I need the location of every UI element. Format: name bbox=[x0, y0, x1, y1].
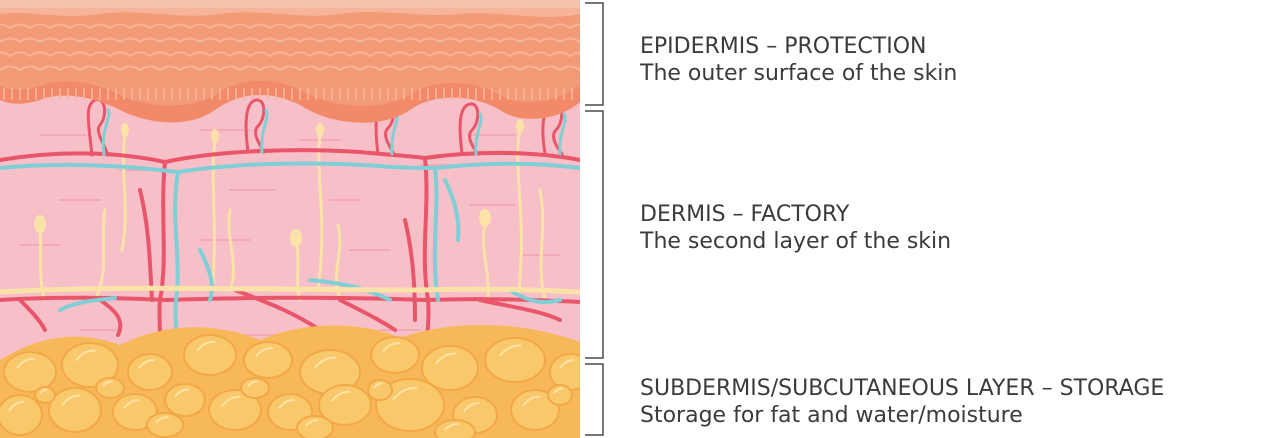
epidermis-scale bbox=[580, 67, 600, 71]
fat-cell bbox=[4, 352, 56, 392]
fat-cell bbox=[435, 420, 475, 438]
fat-cell bbox=[244, 342, 292, 378]
subdermis-label: SUBDERMIS/SUBCUTANEOUS LAYER – STORAGE S… bbox=[640, 375, 1164, 429]
fat-cell bbox=[297, 416, 333, 438]
subdermis-bracket bbox=[585, 364, 603, 435]
subdermis-title: SUBDERMIS/SUBCUTANEOUS LAYER – STORAGE bbox=[640, 375, 1164, 402]
dermis-title: DERMIS – FACTORY bbox=[640, 201, 951, 228]
fat-cell bbox=[184, 335, 236, 375]
fat-cell bbox=[0, 395, 42, 435]
fat-cell bbox=[485, 338, 545, 382]
epidermis-title: EPIDERMIS – PROTECTION bbox=[640, 33, 957, 60]
subdermis-layer bbox=[0, 325, 590, 438]
dermis-label: DERMIS – FACTORY The second layer of the… bbox=[640, 201, 951, 255]
epidermis-bracket bbox=[585, 3, 603, 105]
epidermis-scale bbox=[580, 39, 600, 43]
subdermis-description: Storage for fat and water/moisture bbox=[640, 402, 1164, 429]
dermis-description: The second layer of the skin bbox=[640, 228, 951, 255]
fat-cell bbox=[49, 388, 101, 432]
fat-cell bbox=[128, 354, 172, 390]
fat-cell bbox=[371, 337, 419, 373]
epidermis-description: The outer surface of the skin bbox=[640, 60, 957, 87]
layer-brackets bbox=[585, 3, 603, 435]
epidermis-surface bbox=[0, 0, 580, 8]
dermis-bracket bbox=[585, 111, 603, 358]
epidermis-label: EPIDERMIS – PROTECTION The outer surface… bbox=[640, 33, 957, 87]
